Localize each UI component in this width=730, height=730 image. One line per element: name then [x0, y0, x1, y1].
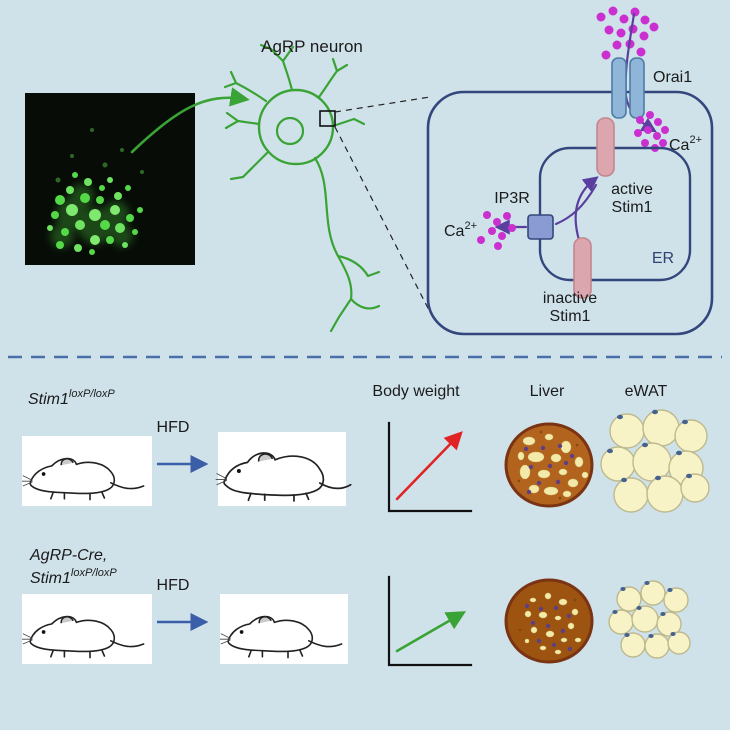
- ewat-large-adipocytes: [600, 409, 710, 513]
- genotype-control: Stim1loxP/loxP: [28, 388, 115, 408]
- hfd-label-row2: HFD: [157, 577, 190, 594]
- ewat-small-adipocytes: [608, 580, 691, 659]
- liver-lean: [504, 578, 594, 664]
- calcium-dots-intracellular: [634, 111, 669, 152]
- calcium-label-left: Ca2+: [444, 220, 477, 240]
- body-weight-chart-ko: [387, 575, 473, 667]
- genotype-ko-line1: AgRP-Cre,: [29, 547, 107, 564]
- stim1-activation-arrow: [574, 176, 599, 242]
- active-stim1-label-2: Stim1: [612, 199, 653, 216]
- inactive-stim1-label: inactive: [543, 290, 597, 307]
- active-stim1-protein: [596, 117, 615, 177]
- inactive-stim1-protein: [573, 237, 592, 299]
- micrograph-to-neuron-arrow: [130, 87, 250, 154]
- header-ewat: eWAT: [625, 383, 668, 400]
- stim1-to-ip3r-curve: [554, 183, 598, 226]
- plasma-membrane: [426, 90, 714, 336]
- ip3r-channel: [527, 214, 554, 240]
- ip3r-label: IP3R: [494, 190, 530, 207]
- genotype-ko-line2: Stim1loxP/loxP: [30, 567, 117, 587]
- calcium-dots-released: [477, 211, 516, 250]
- active-stim1-label: active: [611, 181, 653, 198]
- orai1-label: Orai1: [653, 69, 692, 86]
- er-label: ER: [652, 250, 674, 267]
- calcium-label-top: Ca2+: [669, 134, 702, 154]
- header-liver: Liver: [530, 383, 565, 400]
- zoom-region-box: [319, 110, 336, 127]
- weight-trend-up-red: [395, 431, 463, 501]
- hfd-label-row1: HFD: [157, 419, 190, 436]
- liver-fatty: [504, 422, 594, 508]
- zoom-dashed-lines: [334, 96, 431, 313]
- header-body-weight: Body weight: [372, 383, 460, 400]
- er-membrane: [538, 146, 692, 282]
- weight-trend-up-green: [395, 611, 467, 653]
- agrp-neuron-drawing: [223, 43, 381, 333]
- neuron-label: AgRP neuron: [261, 37, 363, 56]
- inactive-stim1-label-2: Stim1: [550, 308, 591, 325]
- orai1-channel: [611, 57, 645, 119]
- body-weight-chart-control: [387, 421, 473, 513]
